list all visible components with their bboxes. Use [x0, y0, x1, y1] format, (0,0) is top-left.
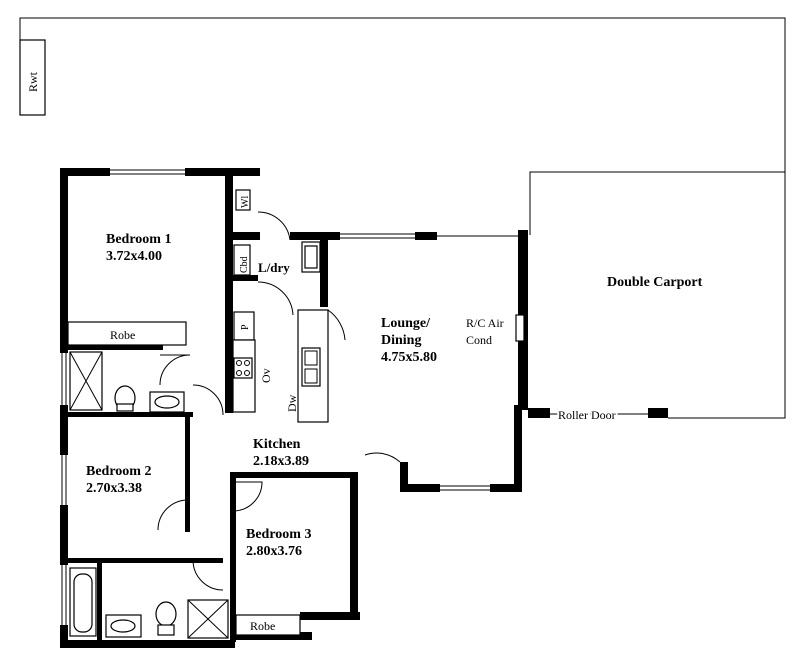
- aircon-unit: [515, 314, 525, 342]
- lounge-name-1: Lounge/: [381, 316, 431, 331]
- rwt-label: Rwt: [26, 71, 40, 92]
- bedroom1-name: Bedroom 1: [106, 232, 171, 247]
- roller-door-post-left: [528, 408, 550, 418]
- kitchen-size: 2.18x3.89: [253, 454, 309, 469]
- laundry-label: L/dry: [258, 260, 290, 275]
- walls: [60, 168, 528, 648]
- robe-bedroom3: [235, 614, 301, 636]
- roller-door-post-right: [648, 408, 668, 418]
- bedroom3-size: 2.80x3.76: [246, 544, 302, 559]
- lounge-size: 4.75x5.80: [381, 350, 437, 365]
- wl-label: Wl: [240, 196, 251, 208]
- rainwater-tank: [19, 39, 46, 116]
- carport-label: Double Carport: [607, 275, 703, 290]
- door-swings: [157, 211, 401, 591]
- roller-door-label: Roller Door: [558, 408, 616, 422]
- robe-bedroom1: [67, 321, 187, 346]
- aircon-label-2: Cond: [466, 333, 492, 347]
- laundry-tub-basin: [304, 245, 318, 269]
- wl-box: [235, 189, 251, 211]
- carport-outline: [529, 171, 785, 235]
- oven-label: Ov: [259, 368, 273, 383]
- bedroom3-name: Bedroom 3: [246, 527, 311, 542]
- cbd-label: Cbd: [239, 256, 250, 273]
- robe3-label: Robe: [250, 619, 275, 633]
- cbd-box: [233, 244, 251, 276]
- pantry-label: P: [240, 324, 251, 330]
- kitchen-name: Kitchen: [253, 437, 301, 452]
- aircon-label-1: R/C Air: [466, 316, 504, 330]
- dishwasher-label: Dw: [285, 394, 299, 412]
- lounge-name-2: Dining: [381, 333, 421, 348]
- robe1-label: Robe: [110, 328, 135, 342]
- bedroom2-name: Bedroom 2: [86, 464, 151, 479]
- cooktop: [233, 357, 253, 379]
- bedroom2-size: 2.70x3.38: [86, 481, 142, 496]
- sink: [301, 347, 321, 387]
- bedroom1-size: 3.72x4.00: [106, 249, 162, 264]
- ensuite-fixtures: [69, 351, 229, 639]
